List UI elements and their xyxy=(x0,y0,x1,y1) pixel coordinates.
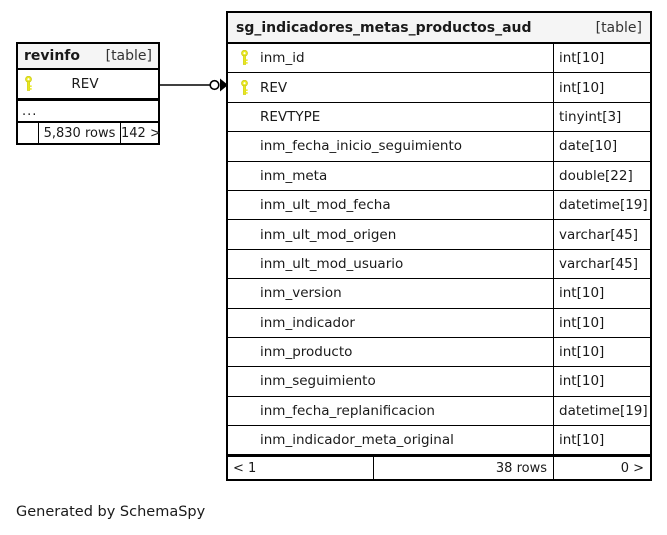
key-icon xyxy=(18,70,38,98)
table-row[interactable]: inm_producto int[10] xyxy=(228,337,650,368)
column-type: datetime[19] xyxy=(553,396,650,426)
column-name-cell: inm_fecha_replanificacion xyxy=(228,397,553,425)
entity-main-header: sg_indicadores_metas_productos_aud [tabl… xyxy=(228,13,650,44)
table-row[interactable]: inm_fecha_inicio_seguimiento date[10] xyxy=(228,132,650,162)
entity-revinfo-title: revinfo xyxy=(24,48,80,64)
table-row[interactable]: inm_ult_mod_fecha datetime[19] xyxy=(228,190,650,221)
column-type: date[10] xyxy=(553,132,650,161)
entity-sg-indicadores-metas-productos-aud[interactable]: sg_indicadores_metas_productos_aud [tabl… xyxy=(226,11,652,482)
column-name: inm_version xyxy=(260,285,342,302)
table-row[interactable]: inm_ult_mod_usuario varchar[45] xyxy=(228,249,650,280)
column-type: int[10] xyxy=(553,308,650,337)
column-name-cell: inm_fecha_inicio_seguimiento xyxy=(228,132,553,160)
table-row[interactable]: REV int[10] xyxy=(228,73,650,103)
column-name: inm_producto xyxy=(260,344,353,361)
table-row[interactable]: inm_id int[10] xyxy=(228,44,650,74)
entity-revinfo-footer: 5,830 rows 142 > xyxy=(18,121,161,143)
crows-foot-arrow-marker xyxy=(220,78,228,92)
key-icon xyxy=(234,79,254,96)
column-name: REV xyxy=(260,79,288,96)
key-icon xyxy=(234,50,254,66)
table-row[interactable]: inm_version int[10] xyxy=(228,279,650,309)
column-name: REV xyxy=(71,76,99,92)
footer-next-page[interactable]: 0 > xyxy=(553,457,650,480)
footer-row-count: 5,830 rows xyxy=(38,123,120,143)
column-type: int[10] xyxy=(553,367,650,396)
column-name-cell: inm_indicador xyxy=(228,309,553,337)
column-name-cell: inm_id xyxy=(228,44,553,72)
column-type: int[10] xyxy=(553,426,650,455)
entity-revinfo-tag: [table] xyxy=(105,48,152,64)
entity-main-footer: < 1 38 rows 0 > xyxy=(228,455,650,480)
column-type: varchar[45] xyxy=(553,249,650,279)
footer-prev-page[interactable] xyxy=(18,123,38,143)
column-name: inm_id xyxy=(260,50,305,67)
column-name: inm_ult_mod_origen xyxy=(260,226,397,243)
entity-revinfo-header: revinfo [table] xyxy=(18,44,158,70)
column-name: inm_seguimiento xyxy=(260,373,376,390)
relationship-connector xyxy=(160,76,228,94)
column-name: inm_ult_mod_fecha xyxy=(260,197,391,214)
column-name: REVTYPE xyxy=(260,108,321,125)
column-type: int[10] xyxy=(553,73,650,102)
column-name-cell: inm_producto xyxy=(228,338,553,366)
table-row[interactable]: REVTYPE tinyint[3] xyxy=(228,102,650,133)
optional-circle-marker xyxy=(209,79,220,91)
table-row-ellipsis[interactable]: ... xyxy=(18,99,158,121)
column-name: inm_fecha_inicio_seguimiento xyxy=(260,138,463,155)
ellipsis-label: ... xyxy=(22,103,38,119)
column-name-cell: inm_version xyxy=(228,279,553,307)
column-name-cell: inm_ult_mod_usuario xyxy=(228,250,553,278)
column-name: inm_ult_mod_usuario xyxy=(260,255,404,272)
column-name: inm_indicador_meta_original xyxy=(260,432,454,449)
table-row[interactable]: REV xyxy=(18,70,158,99)
footer-next-page[interactable]: 142 > xyxy=(120,123,161,143)
column-name-cell: REV xyxy=(228,73,553,101)
entity-main-title: sg_indicadores_metas_productos_aud xyxy=(236,19,532,36)
table-row[interactable]: inm_seguimiento int[10] xyxy=(228,367,650,397)
footer-prev-page[interactable]: < 1 xyxy=(233,460,257,476)
table-row[interactable]: inm_indicador int[10] xyxy=(228,308,650,338)
column-name-cell: REVTYPE xyxy=(228,103,553,131)
column-type: tinyint[3] xyxy=(553,102,650,132)
column-type: datetime[19] xyxy=(553,190,650,220)
table-row[interactable]: inm_ult_mod_origen varchar[45] xyxy=(228,220,650,250)
entity-revinfo[interactable]: revinfo [table] REV ... 5,830 rows 142 > xyxy=(16,42,161,145)
generated-by-caption: Generated by SchemaSpy xyxy=(16,504,206,520)
footer-row-count: 38 rows xyxy=(373,457,553,480)
table-row[interactable]: inm_meta double[22] xyxy=(228,161,650,191)
table-row[interactable]: inm_indicador_meta_original int[10] xyxy=(228,426,650,456)
column-type: int[10] xyxy=(553,279,650,308)
column-name: inm_fecha_replanificacion xyxy=(260,402,435,419)
column-name-cell: inm_seguimiento xyxy=(228,367,553,395)
column-name-cell: inm_ult_mod_origen xyxy=(228,220,553,248)
column-type: double[22] xyxy=(553,161,650,190)
column-name-cell: inm_ult_mod_fecha xyxy=(228,191,553,219)
column-name-cell: inm_indicador_meta_original xyxy=(228,426,553,454)
column-name: inm_indicador xyxy=(260,314,355,331)
column-name: inm_meta xyxy=(260,167,328,184)
entity-main-tag: [table] xyxy=(595,19,642,36)
column-type: int[10] xyxy=(553,337,650,367)
column-type: varchar[45] xyxy=(553,220,650,249)
column-name-cell: inm_meta xyxy=(228,162,553,190)
table-row[interactable]: inm_fecha_replanificacion datetime[19] xyxy=(228,396,650,427)
column-type: int[10] xyxy=(553,44,650,73)
